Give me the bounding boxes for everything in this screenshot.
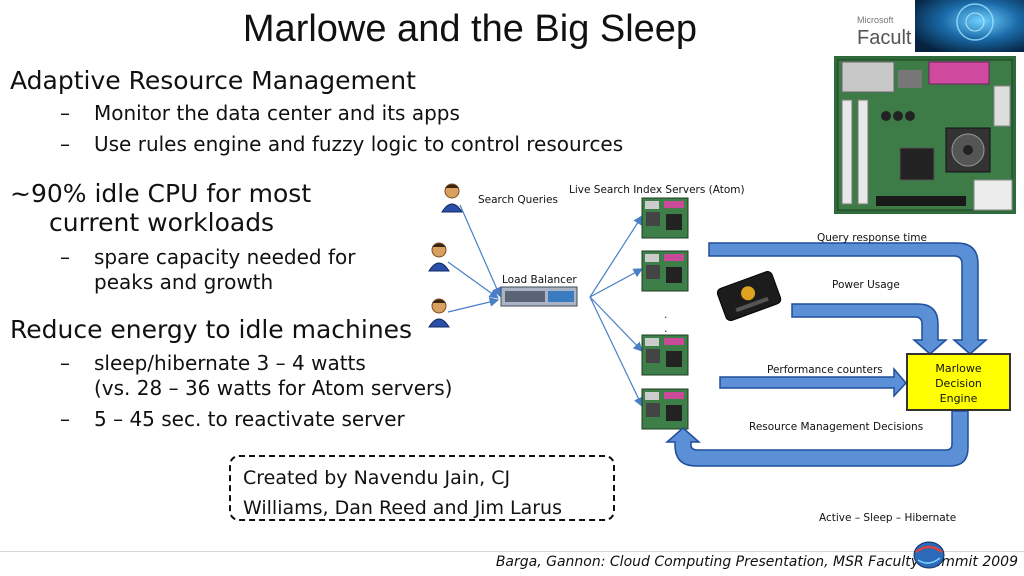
- ellipsis-dot: .: [664, 308, 668, 321]
- bullet-rules-engine: –Use rules engine and fuzzy logic to con…: [60, 132, 624, 156]
- credit-box: Created by Navendu Jain, CJ Williams, Da…: [229, 455, 615, 521]
- engine-line1: Marlowe: [935, 362, 982, 375]
- bullet-reactivate: –5 – 45 sec. to reactivate server: [60, 407, 405, 431]
- heading-adaptive-resource-management: Adaptive Resource Management: [10, 66, 416, 95]
- label-power-usage: Power Usage: [832, 279, 900, 291]
- label-query-response-time: Query response time: [817, 232, 927, 244]
- query-response-arrow: [708, 242, 988, 355]
- label-live-search-servers: Live Search Index Servers (Atom): [569, 184, 745, 196]
- server-board: [641, 250, 689, 292]
- marlowe-decision-engine: Marlowe Decision Engine: [906, 353, 1011, 411]
- faculty-summit-logo: Microsoft Facult: [855, 0, 1024, 52]
- bullet-monitor: –Monitor the data center and its apps: [60, 101, 460, 125]
- engine-line3: Engine: [939, 392, 978, 405]
- faculty-summit-logo-graphic: Microsoft Facult: [855, 0, 1024, 52]
- logo-text-faculty: Facult: [857, 27, 912, 49]
- power-meter-device: [716, 271, 782, 322]
- bullet-sleep-hibernate: –sleep/hibernate 3 – 4 watts: [60, 351, 366, 375]
- heading-idle-cpu-line2: current workloads: [49, 208, 275, 237]
- bullet-sleep-hibernate-line1: sleep/hibernate 3 – 4 watts: [94, 351, 366, 375]
- globe-icon: [912, 540, 946, 570]
- feedback-arrows: [665, 242, 988, 467]
- bullet-sleep-hibernate-line2: (vs. 28 – 36 watts for Atom servers): [94, 376, 453, 400]
- label-resource-management-decisions: Resource Management Decisions: [749, 421, 924, 433]
- server-board: [641, 388, 689, 430]
- footer-divider: [0, 551, 1024, 552]
- performance-counters-arrow: [719, 366, 908, 398]
- bullet-rules-engine-text: Use rules engine and fuzzy logic to cont…: [94, 132, 624, 156]
- dash-mark: –: [60, 407, 70, 431]
- dash-mark: –: [60, 132, 70, 156]
- bullet-spare-capacity-line2: peaks and growth: [94, 270, 274, 294]
- resource-decisions-arrow: [665, 410, 969, 467]
- power-usage-arrow: [791, 303, 948, 355]
- engine-line2: Decision: [935, 377, 982, 390]
- motherboard-photo: [834, 56, 1016, 214]
- user-icon: [441, 183, 463, 213]
- ellipsis-dot: .: [664, 322, 668, 335]
- query-lines: [447, 204, 502, 313]
- label-active-sleep-hibernate: Active – Sleep – Hibernate: [819, 512, 957, 524]
- slide-title: Marlowe and the Big Sleep: [242, 8, 698, 50]
- label-performance-counters: Performance counters: [767, 364, 883, 376]
- footer-citation: Barga, Gannon: Cloud Computing Presentat…: [495, 554, 1018, 570]
- heading-idle-cpu-line1: ~90% idle CPU for most: [10, 179, 312, 208]
- bullet-spare-capacity-line1: spare capacity needed for: [94, 245, 356, 269]
- bullet-monitor-text: Monitor the data center and its apps: [94, 101, 460, 125]
- label-load-balancer: Load Balancer: [502, 274, 577, 286]
- dash-mark: –: [60, 101, 70, 125]
- credit-line1: Created by Navendu Jain, CJ: [243, 467, 511, 489]
- server-board: [641, 197, 689, 239]
- server-board: [641, 334, 689, 376]
- dash-mark: –: [60, 351, 70, 375]
- user-icon: [428, 242, 450, 272]
- load-balancer-device: [500, 286, 578, 307]
- heading-reduce-energy: Reduce energy to idle machines: [10, 315, 413, 344]
- dash-mark: –: [60, 245, 70, 269]
- user-icon: [428, 298, 450, 328]
- label-search-queries: Search Queries: [478, 194, 558, 206]
- bullet-reactivate-text: 5 – 45 sec. to reactivate server: [94, 407, 405, 431]
- logo-text-microsoft: Microsoft: [857, 15, 894, 25]
- bullet-spare-capacity: –spare capacity needed for: [60, 245, 356, 269]
- credit-line2: Williams, Dan Reed and Jim Larus: [243, 497, 562, 519]
- distribution-lines: [589, 214, 644, 408]
